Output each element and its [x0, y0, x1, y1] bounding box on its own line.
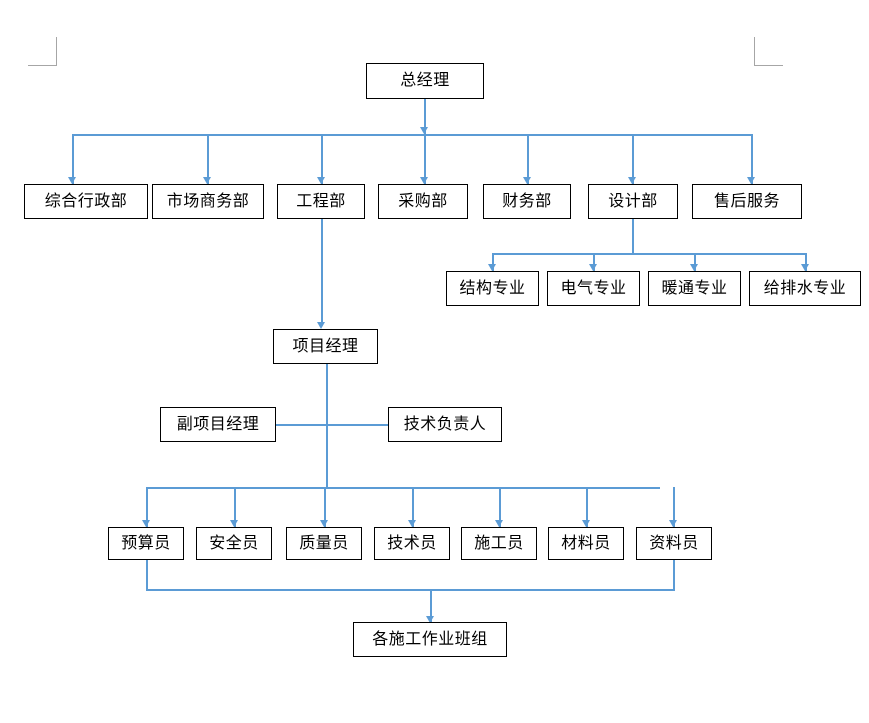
- page-corner-mark-top-left: [28, 37, 57, 66]
- connector-drop-dept-6: [632, 134, 634, 184]
- node-work-teams[interactable]: 各施工作业班组: [353, 622, 507, 657]
- connector-specialty-bus: [492, 253, 805, 255]
- node-staff-materials-officer[interactable]: 材料员: [548, 527, 624, 560]
- connector-drop-dept-7: [751, 134, 753, 184]
- node-project-manager[interactable]: 项目经理: [273, 329, 378, 364]
- connector-deputy-technical-crossbar: [276, 424, 388, 426]
- connector-project-manager-trunk: [326, 364, 328, 487]
- arrow-dept-2: [203, 177, 211, 184]
- connector-drop-dept-5: [527, 134, 529, 184]
- page-corner-mark-top-right: [754, 37, 783, 66]
- connector-drop-staff-4: [412, 487, 414, 527]
- node-department-procurement[interactable]: 采购部: [378, 184, 468, 219]
- connector-work-teams-bus: [146, 589, 675, 591]
- connector-drop-specialty-4: [805, 253, 807, 271]
- connector-drop-staff-2: [234, 487, 236, 527]
- node-staff-budget-officer[interactable]: 预算员: [108, 527, 184, 560]
- connector-drop-dept-1: [72, 134, 74, 184]
- arrow-staff-6: [582, 520, 590, 527]
- node-staff-documentation-officer[interactable]: 资料员: [636, 527, 712, 560]
- connector-staff-right-riser: [673, 560, 675, 590]
- connector-drop-specialty-3: [694, 253, 696, 271]
- connector-drop-dept-4: [424, 134, 426, 184]
- node-department-engineering[interactable]: 工程部: [277, 184, 365, 219]
- connector-drop-staff-5: [499, 487, 501, 527]
- arrow-dept-3: [317, 177, 325, 184]
- node-staff-construction-officer[interactable]: 施工员: [461, 527, 537, 560]
- node-specialty-electrical[interactable]: 电气专业: [547, 271, 640, 306]
- arrow-dept-1: [68, 177, 76, 184]
- arrow-specialty-2: [589, 264, 597, 271]
- connector-staff-left-riser: [146, 560, 148, 590]
- arrow-gm-to-bus: [420, 127, 428, 134]
- node-department-market-business[interactable]: 市场商务部: [152, 184, 264, 219]
- arrow-staff-3: [320, 520, 328, 527]
- connector-drop-staff-1: [146, 487, 148, 527]
- node-staff-quality-officer[interactable]: 质量员: [286, 527, 362, 560]
- connector-drop-staff-7: [673, 487, 675, 527]
- connector-gm-trunk: [424, 99, 426, 134]
- arrow-dept-4: [420, 177, 428, 184]
- connector-engineering-to-project-manager: [321, 219, 323, 324]
- connector-drop-dept-2: [207, 134, 209, 184]
- arrow-staff-4: [408, 520, 416, 527]
- node-specialty-structural[interactable]: 结构专业: [446, 271, 539, 306]
- node-department-comprehensive-administration[interactable]: 综合行政部: [24, 184, 148, 219]
- arrow-specialty-3: [690, 264, 698, 271]
- node-specialty-plumbing[interactable]: 给排水专业: [749, 271, 861, 306]
- arrow-staff-7: [669, 520, 677, 527]
- node-general-manager[interactable]: 总经理: [366, 63, 484, 99]
- connector-drop-dept-3: [321, 134, 323, 184]
- connector-staff-bus: [146, 487, 660, 489]
- connector-department-bus: [72, 134, 752, 136]
- arrow-project-manager: [317, 322, 325, 329]
- node-deputy-project-manager[interactable]: 副项目经理: [160, 407, 276, 442]
- arrow-specialty-4: [801, 264, 809, 271]
- arrow-staff-2: [230, 520, 238, 527]
- node-department-finance[interactable]: 财务部: [483, 184, 571, 219]
- connector-design-trunk: [632, 219, 634, 254]
- arrow-dept-5: [523, 177, 531, 184]
- arrow-dept-6: [628, 177, 636, 184]
- connector-drop-staff-3: [324, 487, 326, 527]
- connector-drop-staff-6: [586, 487, 588, 527]
- arrow-specialty-1: [488, 264, 496, 271]
- node-staff-technical-officer[interactable]: 技术员: [374, 527, 450, 560]
- node-department-design[interactable]: 设计部: [588, 184, 678, 219]
- connector-drop-specialty-2: [593, 253, 595, 271]
- node-staff-safety-officer[interactable]: 安全员: [196, 527, 272, 560]
- node-technical-director[interactable]: 技术负责人: [388, 407, 502, 442]
- arrow-staff-5: [495, 520, 503, 527]
- node-specialty-hvac[interactable]: 暖通专业: [648, 271, 741, 306]
- node-department-after-sales-service[interactable]: 售后服务: [692, 184, 802, 219]
- connector-drop-specialty-1: [492, 253, 494, 271]
- connector-work-teams-trunk: [430, 589, 432, 622]
- arrow-dept-7: [747, 177, 755, 184]
- arrow-staff-1: [142, 520, 150, 527]
- arrow-work-teams: [426, 616, 434, 623]
